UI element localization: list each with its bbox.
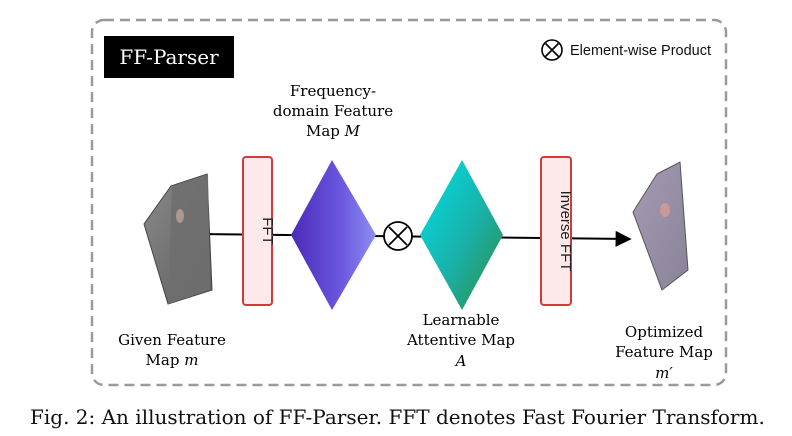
attentive-map	[420, 160, 503, 310]
attentive-label-line2: Attentive Map	[406, 331, 515, 349]
attentive-map-symbol: A	[454, 352, 467, 370]
input-label-line1: Given Feature	[118, 331, 226, 349]
legend-label: Element-wise Product	[570, 43, 711, 59]
output-feature-blob	[660, 203, 670, 217]
inverse-fft-label: Inverse FFT	[557, 191, 574, 272]
input-feature-blob	[176, 209, 184, 223]
output-label-line2: Feature Map	[615, 343, 713, 361]
frequency-label-line1: Frequency-	[290, 82, 376, 100]
figure-caption: Fig. 2: An illustration of FF-Parser. FF…	[30, 405, 765, 429]
attentive-label-line1: Learnable	[423, 311, 500, 329]
output-label-line1: Optimized	[625, 323, 704, 341]
title-badge	[104, 36, 234, 78]
inverse-fft-box	[540, 156, 572, 306]
input-label-line2: Map m	[146, 351, 199, 369]
frequency-label-line3: Map M	[306, 122, 361, 140]
frequency-domain-map	[291, 160, 376, 310]
title-text: FF-Parser	[119, 45, 219, 69]
frequency-label-map-word: Map	[306, 122, 340, 140]
product-node-cross-b	[388, 226, 408, 246]
input-label-map-word: Map	[146, 351, 180, 369]
legend-product-icon-cross-b	[544, 42, 560, 58]
frequency-map-symbol: M	[344, 122, 361, 140]
fft-box	[242, 156, 273, 306]
dashed-frame	[90, 18, 728, 387]
output-feature-map	[632, 161, 689, 291]
output-map-symbol: m′	[655, 364, 673, 382]
input-map-symbol: m	[184, 351, 198, 369]
fft-label: FFT	[259, 217, 276, 245]
input-feature-map-face	[168, 174, 210, 304]
frequency-label-line2: domain Feature	[273, 102, 393, 120]
